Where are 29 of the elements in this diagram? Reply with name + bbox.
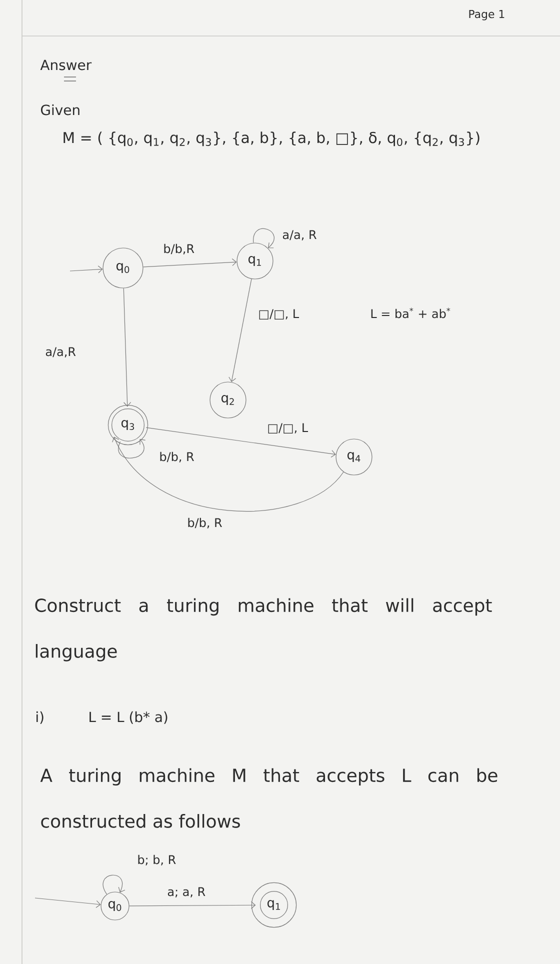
- heading: Given: [40, 104, 80, 116]
- edge-label: b/b, R: [158, 450, 196, 464]
- edge-label: a/a,R: [44, 346, 77, 358]
- arrow: [146, 427, 336, 458]
- edge-label: a/a, R: [281, 229, 318, 242]
- edge-label: b; b, R: [136, 854, 178, 866]
- edge-label: b/b,R: [162, 242, 196, 256]
- edge-label: b/b, R: [186, 516, 224, 530]
- heading: Answer: [40, 60, 92, 70]
- arrow: [129, 901, 256, 909]
- edge-label: □/□, L: [266, 422, 310, 434]
- arrow: [142, 258, 237, 268]
- start-arrow: [70, 266, 103, 274]
- answer-text: A turing machine M that accepts L can be constructed as follows: [40, 768, 498, 828]
- page-number: Page 1: [469, 10, 504, 20]
- question-text: Construct a turing machine that will accept language: [35, 598, 492, 662]
- language-expression: L = L (b* a): [90, 711, 168, 724]
- language-expression: L = ba$^{*}$ + ab$^{*}$: [371, 308, 450, 318]
- edge-label: □/□, L: [257, 308, 300, 320]
- list-marker: i): [36, 711, 44, 724]
- arrow: [123, 288, 132, 407]
- tuple-definition: M = ( {q$_{0}$, q$_{1}$, q$_{2}$, q$_{3}$}, {a, b}, {a, b, □}, δ, q$_{0}$, {q$_{2}$, q$_{3}$}): [64, 132, 480, 146]
- arrow: [112, 436, 344, 512]
- start-arrow: [34, 898, 101, 908]
- arrow: [228, 278, 252, 382]
- loop-arrow: [118, 439, 146, 458]
- loop-arrow: [102, 874, 126, 895]
- edge-label: a; a, R: [166, 886, 207, 898]
- loop-arrow: [253, 228, 274, 248]
